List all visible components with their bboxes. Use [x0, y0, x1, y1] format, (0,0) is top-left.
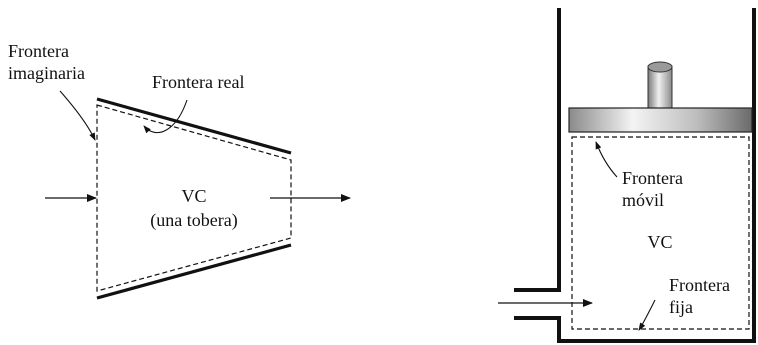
- real-boundary-label: Frontera real: [152, 72, 244, 92]
- nozzle-cv-label: VC: [181, 186, 206, 206]
- piston-head: [568, 107, 753, 133]
- imaginary-boundary-leader: [59, 90, 96, 141]
- nozzle-top-wall: [96, 97, 292, 155]
- moving-boundary-leader: [595, 141, 618, 178]
- cylinder-cv-label: VC: [647, 232, 672, 252]
- real-boundary-leader: [143, 99, 188, 134]
- imaginary-boundary-label-line1: Frontera: [8, 41, 69, 61]
- piston-rod: [647, 65, 673, 109]
- piston-cylinder-figure: Frontera móvil VC Frontera fija: [498, 8, 756, 343]
- moving-boundary-label-line1: Frontera: [622, 168, 683, 188]
- nozzle-cv-sublabel: (una tobera): [150, 210, 237, 231]
- fixed-boundary-label-line2: fija: [669, 297, 693, 317]
- nozzle-figure: Frontera imaginaria Frontera real VC (un…: [8, 41, 351, 300]
- cylinder-control-volume-boundary: [571, 136, 750, 330]
- fixed-boundary-label-line1: Frontera: [669, 275, 730, 295]
- nozzle-bottom-wall: [96, 243, 292, 300]
- moving-boundary-label-line2: móvil: [622, 190, 664, 210]
- piston-rod-end: [647, 61, 673, 73]
- fixed-boundary-leader: [638, 299, 656, 331]
- imaginary-boundary-label-line2: imaginaria: [8, 63, 85, 83]
